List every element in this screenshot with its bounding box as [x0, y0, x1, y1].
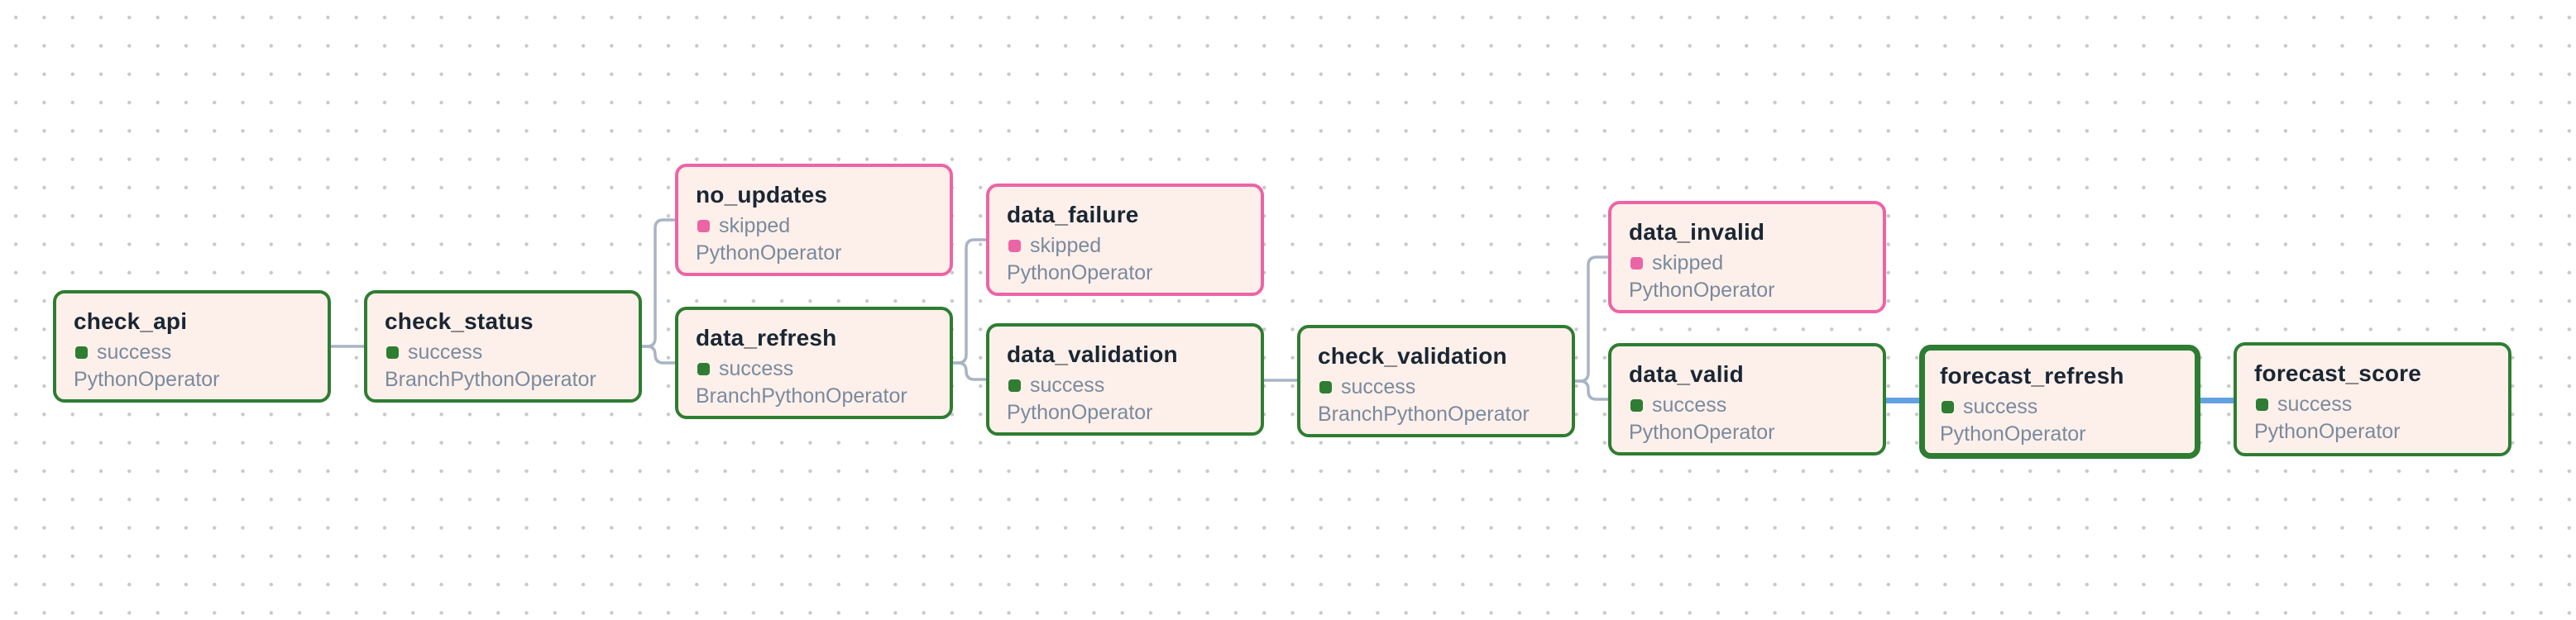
edge-check_validation-to-data_invalid — [1573, 255, 1610, 383]
task-name: data_refresh — [696, 325, 837, 351]
task-state-label: skipped — [719, 214, 791, 237]
task-operator-label: PythonOperator — [1940, 422, 2086, 446]
task-name: data_valid — [1629, 361, 1744, 387]
task-state-label: skipped — [1652, 251, 1724, 274]
task-state-row: success — [74, 339, 310, 365]
task-name: check_api — [74, 308, 188, 334]
task-state-indicator-success — [1319, 380, 1332, 393]
task-state-indicator-success — [386, 346, 399, 359]
edge-check_status-to-data_refresh — [640, 345, 677, 365]
edge-data_refresh-to-data_validation — [951, 361, 988, 381]
task-state-row: success — [2254, 391, 2491, 417]
task-state-indicator-skipped — [1008, 239, 1021, 252]
task-state-row: success — [1007, 372, 1243, 398]
task-operator-label: PythonOperator — [2254, 420, 2401, 443]
task-state-row: skipped — [1629, 250, 1865, 276]
task-state-label: success — [1963, 395, 2038, 418]
task-state-row: success — [1629, 392, 1865, 418]
task-state-label: success — [408, 341, 483, 364]
task-state-label: success — [2277, 393, 2353, 416]
task-operator-label: BranchPythonOperator — [385, 368, 596, 391]
task-state-label: success — [719, 357, 794, 380]
task-state-indicator-success — [1630, 398, 1643, 412]
task-operator-label: BranchPythonOperator — [696, 384, 907, 408]
task-state-indicator-success — [2256, 398, 2268, 411]
task-state-row: success — [1940, 393, 2180, 420]
task-operator-label: PythonOperator — [1629, 279, 1775, 302]
task-state-label: success — [1341, 375, 1416, 398]
task-state-label: success — [1652, 393, 1727, 417]
task-state-label: success — [1030, 374, 1105, 397]
task-state-row: skipped — [1007, 232, 1243, 259]
task-name: data_failure — [1007, 202, 1139, 227]
task-name: check_validation — [1318, 343, 1507, 369]
task-state-row: success — [696, 355, 932, 382]
task-name: data_invalid — [1629, 219, 1765, 245]
task-state-indicator-skipped — [697, 219, 710, 232]
task-state-row: success — [385, 339, 621, 365]
task-name: no_updates — [696, 182, 828, 207]
task-operator-label: PythonOperator — [696, 241, 842, 265]
task-name: forecast_score — [2254, 360, 2422, 386]
task-state-indicator-success — [1942, 400, 1954, 413]
task-name: check_status — [385, 308, 534, 334]
edge-check_validation-to-data_valid — [1573, 379, 1610, 401]
task-state-row: success — [1318, 374, 1554, 400]
task-operator-label: PythonOperator — [74, 368, 220, 391]
task-state-indicator-success — [1008, 379, 1021, 392]
task-state-indicator-skipped — [1630, 256, 1643, 269]
task-state-label: skipped — [1030, 234, 1102, 257]
task-name: data_validation — [1007, 341, 1178, 367]
task-state-label: success — [97, 341, 172, 364]
task-state-indicator-success — [697, 362, 710, 375]
edge-data_refresh-to-data_failure — [951, 238, 988, 365]
task-state-row: skipped — [696, 212, 932, 239]
task-state-indicator-success — [75, 346, 88, 359]
task-operator-label: PythonOperator — [1629, 421, 1775, 444]
task-operator-label: BranchPythonOperator — [1318, 403, 1530, 426]
task-name: forecast_refresh — [1940, 363, 2124, 389]
task-operator-label: PythonOperator — [1007, 261, 1153, 284]
task-operator-label: PythonOperator — [1007, 401, 1153, 424]
edge-check_status-to-no_updates — [640, 218, 677, 348]
